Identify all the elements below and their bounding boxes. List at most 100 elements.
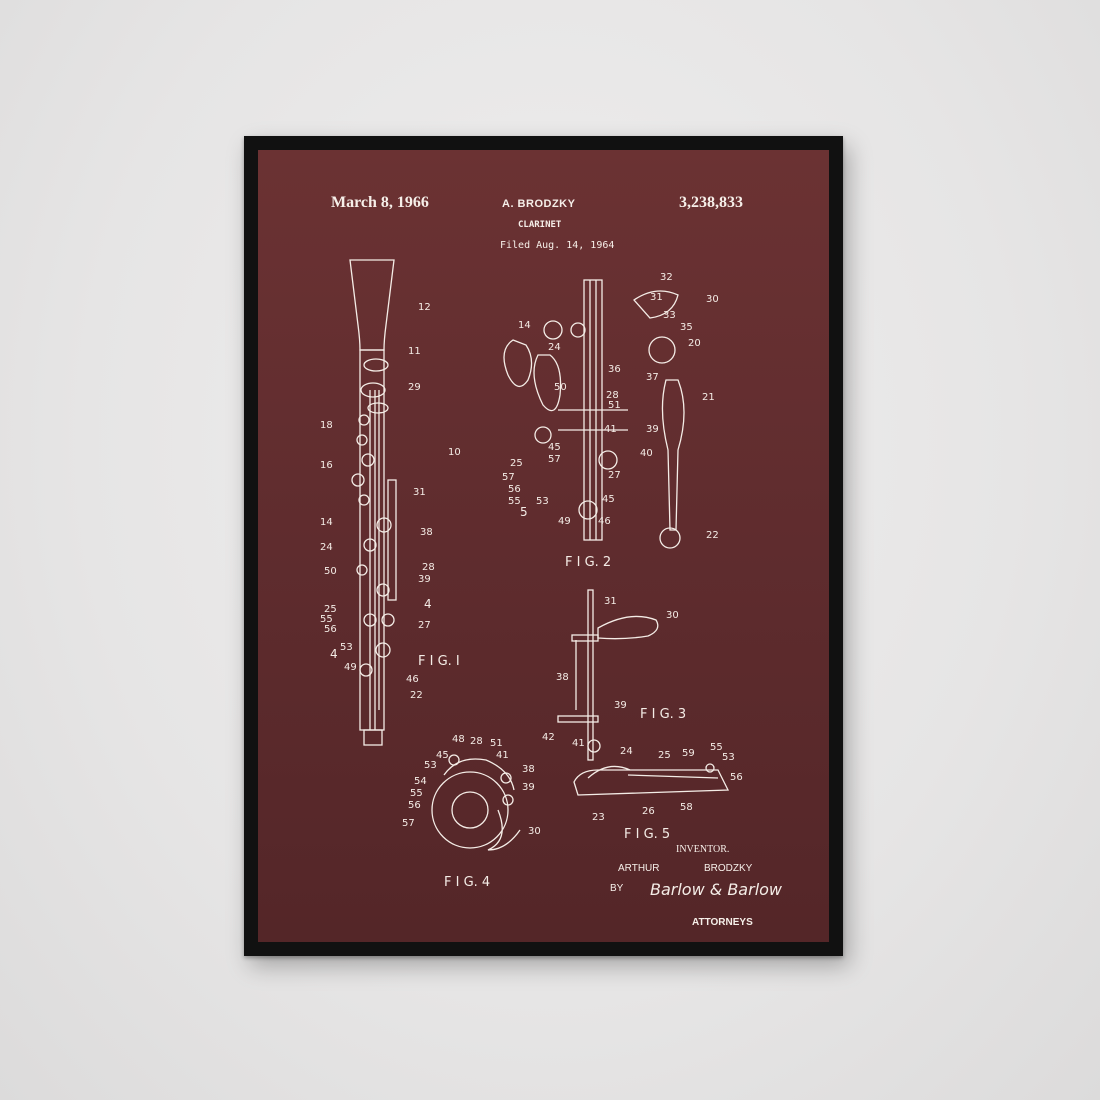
svg-text:16: 16 (320, 460, 333, 471)
svg-text:56: 56 (730, 772, 743, 783)
svg-text:53: 53 (722, 752, 735, 763)
svg-text:49: 49 (558, 516, 571, 527)
fig2-key-mechanism-drawing (503, 279, 685, 549)
svg-text:55: 55 (508, 496, 521, 507)
svg-text:55: 55 (710, 742, 723, 753)
fig4-cross-section-drawing (431, 754, 521, 851)
svg-text:18: 18 (320, 420, 333, 431)
svg-text:32: 32 (660, 272, 673, 283)
fig4-label: F I G. 4 (444, 875, 490, 890)
svg-text:54: 54 (414, 776, 427, 787)
svg-text:37: 37 (646, 372, 659, 383)
svg-text:31: 31 (604, 596, 617, 607)
filed-date: Filed Aug. 14, 1964 (500, 240, 615, 251)
svg-text:25: 25 (658, 750, 671, 761)
fig3-label: F I G. 3 (640, 707, 686, 722)
svg-text:28: 28 (470, 736, 483, 747)
svg-text:14: 14 (320, 517, 333, 528)
by-label: BY (610, 883, 624, 894)
attorneys-label: ATTORNEYS (692, 917, 753, 928)
patent-title: CLARINET (518, 220, 562, 230)
svg-text:28: 28 (422, 562, 435, 573)
svg-text:55: 55 (410, 788, 423, 799)
svg-text:46: 46 (406, 674, 419, 685)
svg-text:39: 39 (418, 574, 431, 585)
svg-text:48: 48 (452, 734, 465, 745)
svg-text:53: 53 (340, 642, 353, 653)
svg-text:49: 49 (344, 662, 357, 673)
fig1-clarinet-drawing (349, 259, 397, 746)
svg-text:29: 29 (408, 382, 421, 393)
svg-text:36: 36 (608, 364, 621, 375)
svg-text:57: 57 (402, 818, 415, 829)
fig1-section-markers: 44 (330, 597, 432, 661)
svg-text:45: 45 (602, 494, 615, 505)
fig1-label: F I G. I (418, 654, 460, 669)
svg-text:27: 27 (418, 620, 431, 631)
svg-text:24: 24 (620, 746, 633, 757)
svg-text:4: 4 (330, 647, 338, 661)
svg-text:45: 45 (548, 442, 561, 453)
svg-text:40: 40 (640, 448, 653, 459)
svg-text:20: 20 (688, 338, 701, 349)
svg-text:21: 21 (702, 392, 715, 403)
svg-text:30: 30 (528, 826, 541, 837)
fig3-lever-drawing (557, 589, 659, 761)
svg-text:53: 53 (424, 760, 437, 771)
patent-date: March 8, 1966 (331, 194, 429, 211)
svg-text:41: 41 (604, 424, 617, 435)
svg-text:30: 30 (706, 294, 719, 305)
svg-text:57: 57 (548, 454, 561, 465)
svg-text:35: 35 (680, 322, 693, 333)
fig2-label: F I G. 2 (565, 555, 611, 570)
svg-text:25: 25 (324, 604, 337, 615)
svg-text:10: 10 (448, 447, 461, 458)
svg-text:25: 25 (510, 458, 523, 469)
svg-text:42: 42 (542, 732, 555, 743)
svg-text:53: 53 (536, 496, 549, 507)
svg-text:41: 41 (496, 750, 509, 761)
fig2-section-marker: 5 (520, 505, 528, 519)
inventor-first-name: ARTHUR (618, 863, 660, 874)
svg-text:22: 22 (706, 530, 719, 541)
svg-text:28: 28 (606, 390, 619, 401)
svg-text:30: 30 (666, 610, 679, 621)
inventor-label: INVENTOR. (676, 844, 730, 855)
svg-text:22: 22 (410, 690, 423, 701)
svg-text:56: 56 (324, 624, 337, 635)
svg-text:14: 14 (518, 320, 531, 331)
svg-text:58: 58 (680, 802, 693, 813)
svg-text:56: 56 (508, 484, 521, 495)
svg-text:33: 33 (663, 310, 676, 321)
svg-text:50: 50 (324, 566, 337, 577)
fig5-label: F I G. 5 (624, 827, 670, 842)
svg-text:55: 55 (320, 614, 333, 625)
inventor-header: A. BRODZKY (502, 198, 576, 210)
svg-text:56: 56 (408, 800, 421, 811)
svg-text:38: 38 (420, 527, 433, 538)
svg-text:38: 38 (522, 764, 535, 775)
svg-text:57: 57 (502, 472, 515, 483)
svg-text:38: 38 (556, 672, 569, 683)
svg-text:24: 24 (320, 542, 333, 553)
svg-text:39: 39 (646, 424, 659, 435)
svg-text:39: 39 (614, 700, 627, 711)
svg-text:27: 27 (608, 470, 621, 481)
svg-text:51: 51 (490, 738, 503, 749)
svg-text:50: 50 (554, 382, 567, 393)
picture-frame: March 8, 1966 A. BRODZKY 3,238,833 CLARI… (244, 136, 843, 956)
fig3-reference-numbers: 31 30 38 39 42 41 (542, 596, 679, 749)
inventor-last-name: BRODZKY (704, 863, 753, 874)
svg-text:39: 39 (522, 782, 535, 793)
svg-text:26: 26 (642, 806, 655, 817)
patent-poster: March 8, 1966 A. BRODZKY 3,238,833 CLARI… (258, 150, 829, 942)
svg-text:45: 45 (436, 750, 449, 761)
svg-text:51: 51 (608, 400, 621, 411)
svg-text:4: 4 (424, 597, 432, 611)
svg-text:41: 41 (572, 738, 585, 749)
